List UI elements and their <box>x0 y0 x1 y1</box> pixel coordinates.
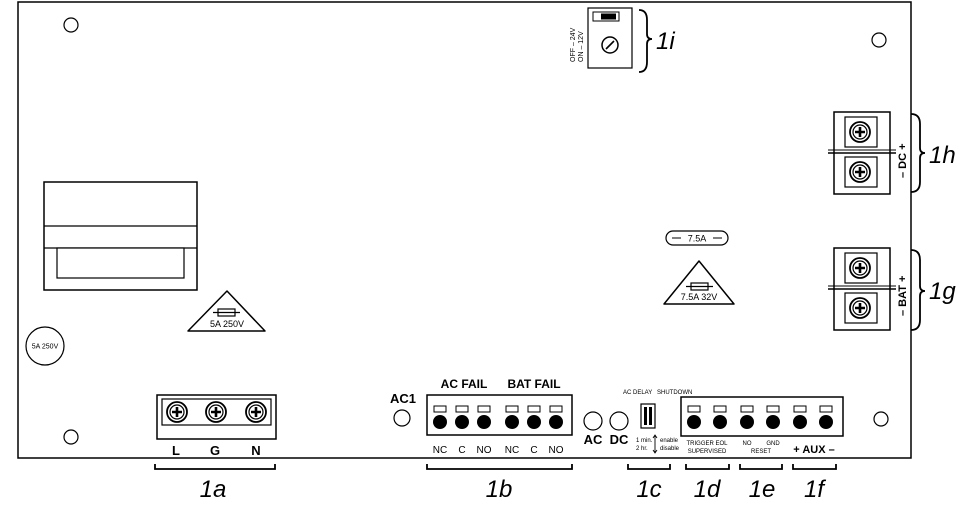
mounting-hole-bottom-right <box>873 411 889 427</box>
callout-1d: 1d <box>694 476 721 503</box>
battery-terminal[interactable] <box>828 247 896 331</box>
bracket-1d <box>685 464 730 470</box>
callout-1b: 1b <box>486 476 513 503</box>
switch-label-12v: ON – 12V <box>578 31 585 62</box>
ac-terminal-n: N <box>251 443 260 458</box>
ac-terminal-l: L <box>172 443 180 458</box>
bat-fail-label: BAT FAIL <box>507 377 560 391</box>
bat-minus-screw-icon <box>848 296 872 320</box>
bracket-1b <box>426 464 573 470</box>
supervised-label: SUPERVISED <box>688 449 727 455</box>
mounting-hole-top-right <box>871 32 887 48</box>
battery-label: – BAT + <box>897 276 909 316</box>
dc-minus-screw-icon <box>848 160 872 184</box>
control-terminal-block[interactable] <box>680 396 844 437</box>
transformer <box>43 181 198 291</box>
callout-1f: 1f <box>804 476 826 503</box>
reset-gnd-label: GND <box>766 441 780 447</box>
ac-terminal-g: G <box>210 443 220 458</box>
callout-1a: 1a <box>200 476 227 503</box>
relay-terminal-block[interactable] <box>426 394 573 436</box>
bracket-1f <box>792 464 837 470</box>
bracket-1e <box>739 464 783 470</box>
dc-output-label: – DC + <box>897 143 909 178</box>
relay-terminal-label: NO <box>477 445 492 456</box>
dc-output-terminal[interactable] <box>828 111 896 195</box>
relay-terminal-label: NC <box>433 445 447 456</box>
dc-plus-screw-icon <box>848 120 872 144</box>
relay-terminal-label: C <box>530 445 537 456</box>
ac-n-screw-icon <box>244 400 268 424</box>
bat-plus-screw-icon <box>848 256 872 280</box>
callout-1c: 1c <box>636 476 661 503</box>
enable-label: enable <box>660 438 679 444</box>
round-fuse-rating: 5A 250V <box>32 344 59 351</box>
callout-1h: 1h <box>929 142 956 169</box>
brace-1g <box>910 249 926 331</box>
battery-fuse-rating: 7.5A 32V <box>681 292 718 302</box>
brace-1i <box>638 9 653 73</box>
switch-label-24v: OFF – 24V <box>570 27 577 62</box>
dip-switch[interactable] <box>640 403 656 429</box>
callout-1i: 1i <box>656 28 675 55</box>
ac-delay-label: AC DELAY <box>623 390 652 396</box>
callout-1e: 1e <box>749 476 776 503</box>
trigger-eol-label: TRIGGER EOL <box>686 441 728 447</box>
ac-led <box>583 411 603 431</box>
bracket-1c <box>627 464 671 470</box>
ac-input-terminal[interactable] <box>156 394 277 440</box>
ac-g-screw-icon <box>204 400 228 424</box>
shutdown-label: SHUTDOWN <box>657 390 692 396</box>
callout-1g: 1g <box>929 278 956 305</box>
bracket-1a <box>154 464 276 470</box>
relay-terminal-label: NC <box>505 445 519 456</box>
round-fuse: 5A 250V <box>25 326 65 366</box>
ac1-label: AC1 <box>390 391 416 406</box>
dc-led <box>609 411 629 431</box>
battery-fuse-top-label: 7.5A <box>688 234 707 244</box>
reset-label: RESET <box>751 449 771 455</box>
ac-led-label: AC <box>584 432 603 447</box>
toggle-arrow-icon <box>652 434 658 454</box>
main-fuse-rating: 5A 250V <box>210 319 244 329</box>
battery-fuse: 7.5A 7.5A 32V <box>663 230 735 305</box>
disable-label: disable <box>660 446 680 452</box>
mounting-hole-top-left <box>63 17 79 33</box>
brace-1h <box>910 113 926 193</box>
main-fuse-symbol: 5A 250V <box>187 290 266 332</box>
ac-fail-label: AC FAIL <box>441 377 488 391</box>
mounting-hole-bottom-left <box>63 429 79 445</box>
ac1-test-point <box>393 409 411 427</box>
aux-label: + AUX – <box>793 444 834 456</box>
ac-l-screw-icon <box>165 400 189 424</box>
two-hr-label: 2 hr. <box>636 446 648 452</box>
relay-terminal-label: NO <box>549 445 564 456</box>
voltage-switch[interactable] <box>587 7 633 69</box>
reset-no-label: NO <box>743 441 752 447</box>
dc-led-label: DC <box>610 432 629 447</box>
relay-terminal-label: C <box>458 445 465 456</box>
one-min-label: 1 min. <box>636 438 653 444</box>
